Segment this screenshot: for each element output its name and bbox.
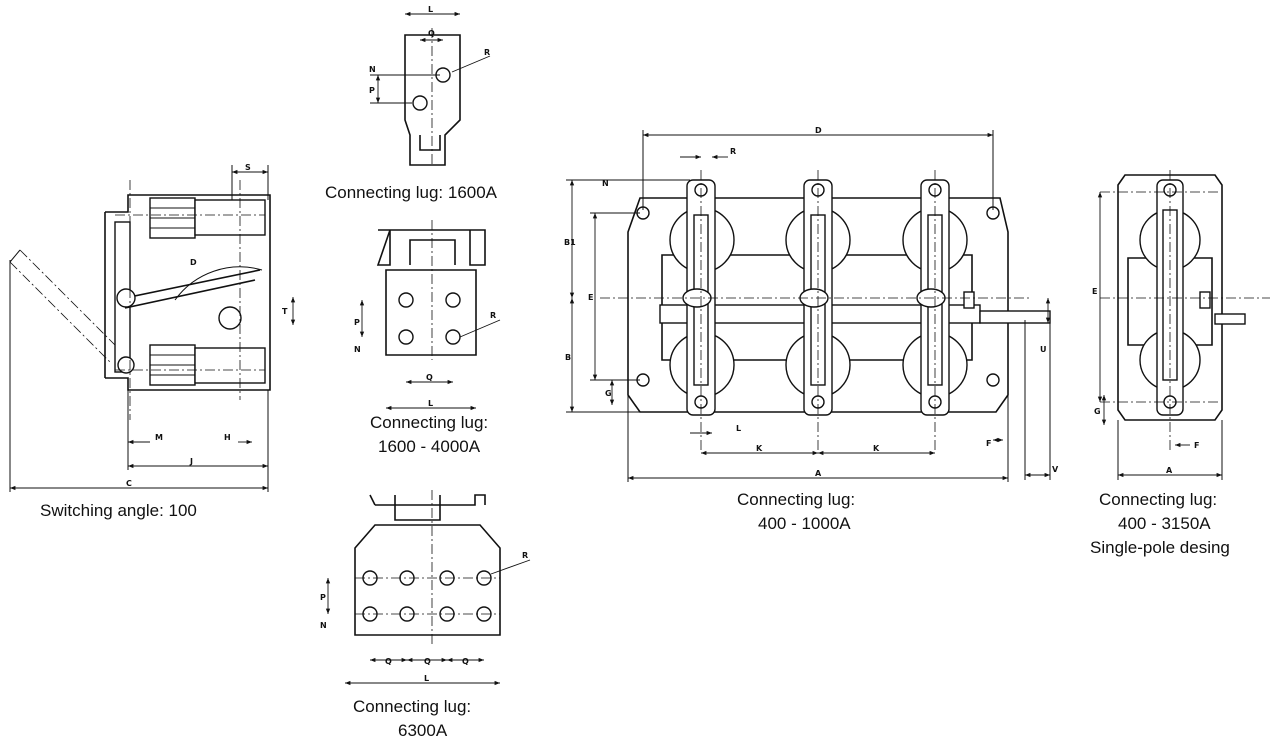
lug6300-dim-q3: Q [462,657,469,666]
caption-lug-1600-4000-line2: 1600 - 4000A [378,437,481,456]
lug1600-4000-dim-p: P [354,318,360,327]
lug6300-dim-l: L [424,674,429,683]
front-dim-b: B [565,353,571,362]
lug-6300-view: L Q Q Q R P N [320,490,531,686]
pivot-upper [116,288,136,308]
caption-lug-1600: Connecting lug: 1600A [325,183,498,202]
lug6300-dim-p: P [320,593,326,602]
front-dim-e: E [588,293,593,302]
lug-1600-4000-view: L Q R P N [354,220,501,411]
single-dim-g: G [1094,407,1101,416]
front-dim-l: L [736,424,741,433]
caption-lug-6300-line2: 6300A [398,721,448,740]
front-dim-f: F [986,439,991,448]
pole-3 [902,179,975,416]
side-view: C J S M H D T [9,163,296,492]
front-dim-b1: B1 [564,238,576,247]
lug1600-dim-l: L [428,5,433,14]
lug-1600-view: L Q R N P [369,5,491,166]
front-dim-n: N [602,179,609,188]
lug1600-dim-n: N [369,65,376,74]
caption-switching-angle: Switching angle: 100 [40,501,197,520]
caption-lug-400-1000-line1: Connecting lug: [737,490,855,509]
caption-lug-1600-4000-line1: Connecting lug: [370,413,488,432]
front-dim-d: D [815,126,822,135]
caption-lug-400-1000-line2: 400 - 1000A [758,514,851,533]
pole-1 [669,179,735,416]
dim-s: S [245,163,251,172]
front-dim-g: G [605,389,612,398]
dim-d-side: D [190,258,197,267]
lug1600-4000-dim-q: Q [426,373,433,382]
lug6300-dim-r: R [522,551,528,560]
lug6300-dim-q2: Q [424,657,431,666]
single-dim-e: E [1092,287,1097,296]
caption-lug-6300-line1: Connecting lug: [353,697,471,716]
front-dim-a: A [815,469,822,478]
dim-t: T [282,307,288,316]
lug6300-dim-q1: Q [385,657,392,666]
front-dim-k1: K [756,444,763,453]
lug1600-4000-dim-l: L [428,399,433,408]
front-dim-k2: K [873,444,880,453]
pivot-lower [117,356,135,374]
front-dim-u: U [1040,345,1047,354]
front-dim-r: R [730,147,736,156]
lug1600-4000-dim-n: N [354,345,361,354]
lug1600-dim-r: R [484,48,490,57]
single-dim-a: A [1166,466,1173,475]
shaft-circle [218,306,242,330]
lug1600-dim-p: P [369,86,375,95]
dim-c: C [126,479,132,488]
dim-m: M [155,433,163,442]
single-dim-f: F [1194,441,1199,450]
lug1600-4000-dim-r: R [490,311,496,320]
single-pole-view: A E G F [1092,170,1270,480]
caption-single-pole: Single-pole desing [1090,538,1230,557]
dim-j: J [189,457,193,466]
dim-h: H [224,433,231,442]
lug6300-dim-n: N [320,621,327,630]
caption-lug-400-3150-line2: 400 - 3150A [1118,514,1211,533]
lug1600-dim-q: Q [428,29,435,38]
three-pole-front-view: D A K K B1 B E G R L F V U N [564,126,1059,482]
caption-lug-400-3150-line1: Connecting lug: [1099,490,1217,509]
front-dim-v: V [1052,465,1059,474]
